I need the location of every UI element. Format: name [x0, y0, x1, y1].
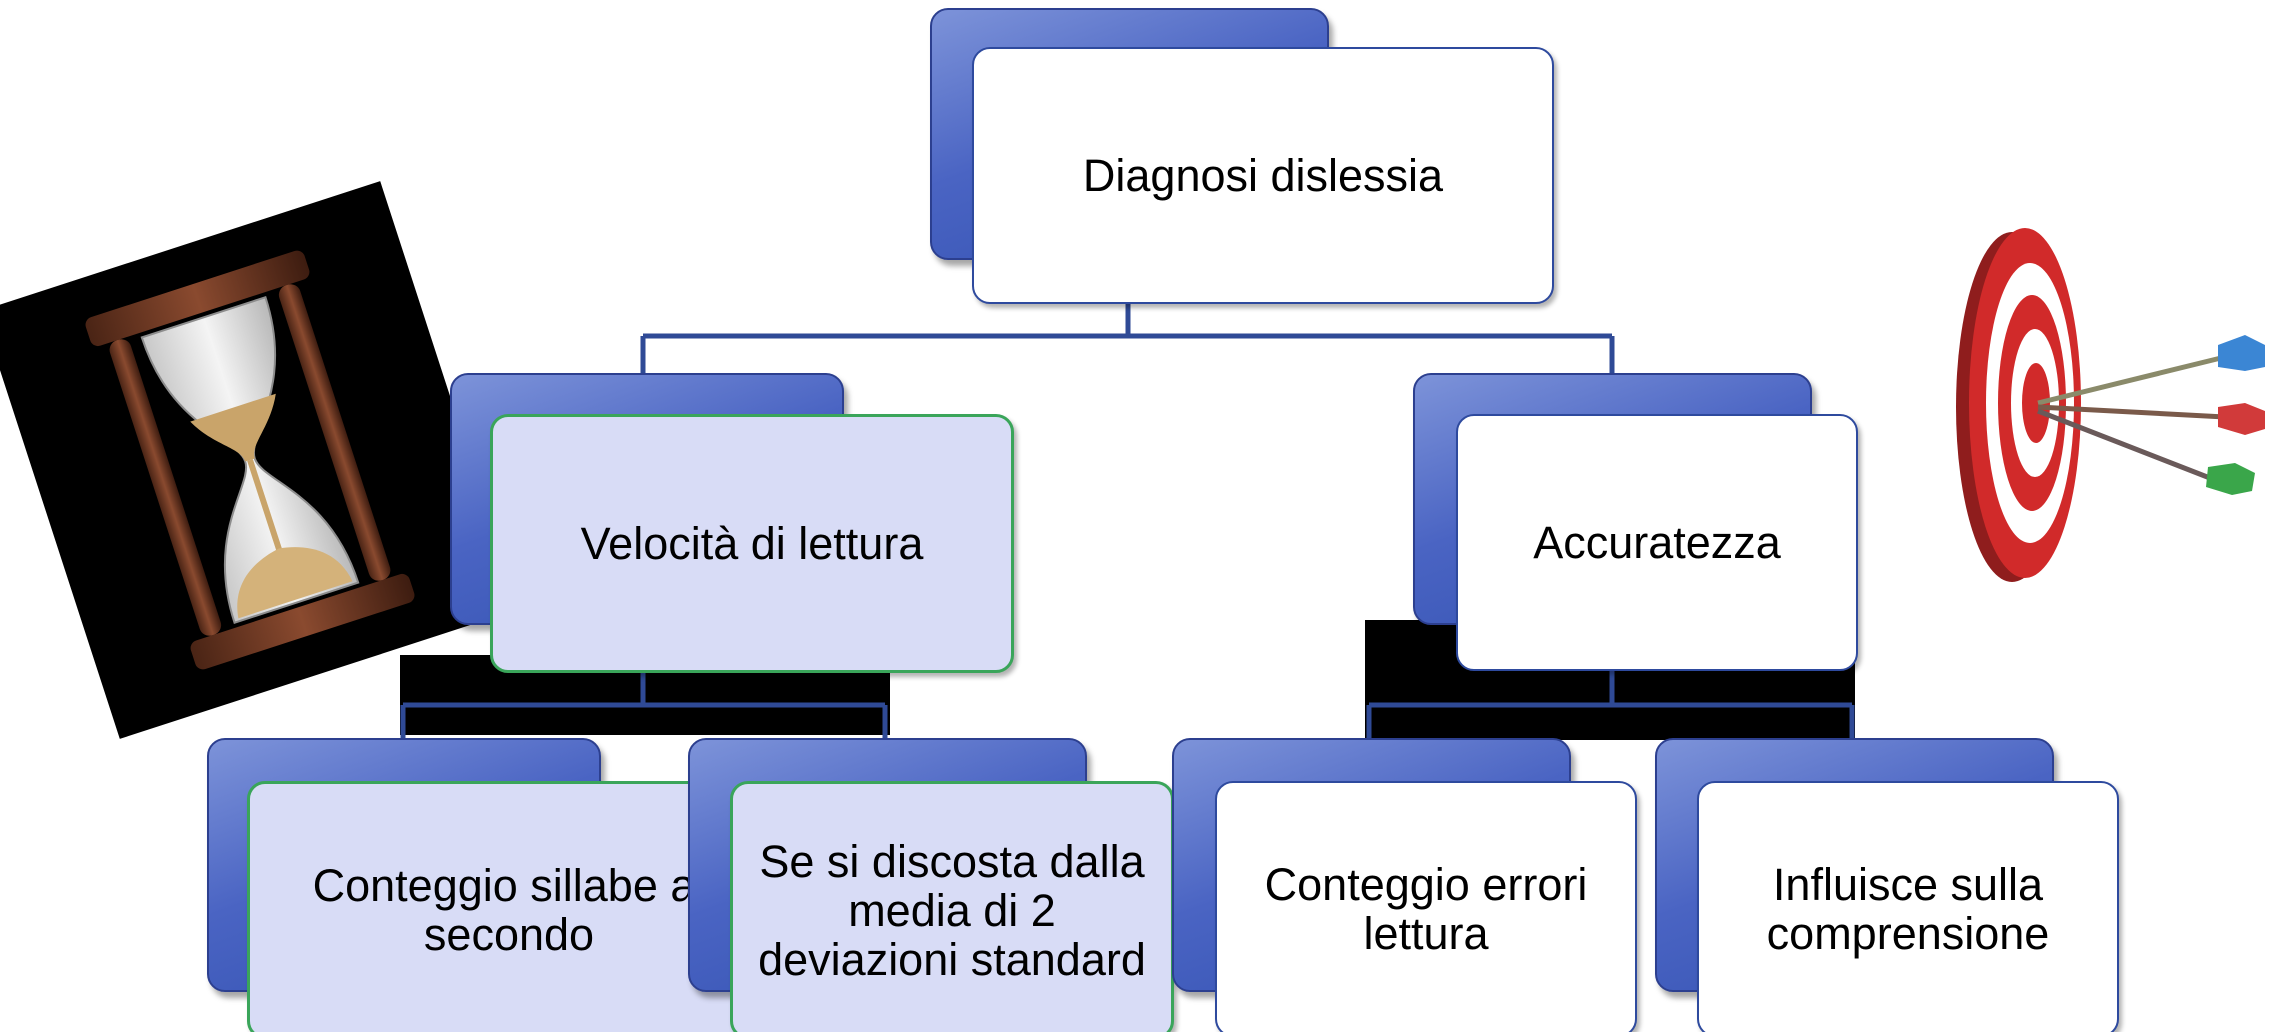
target-arrows-icon — [1860, 145, 2290, 615]
leaf-syllable-count-label: Conteggio sillabe al secondo — [312, 860, 706, 960]
root-node-label: Diagnosi dislessia — [1082, 150, 1444, 201]
branch-accuracy-label: Accuratezza — [1533, 517, 1781, 568]
hourglass-image — [0, 181, 520, 739]
branch-accuracy: Accuratezza — [1456, 414, 1858, 671]
leaf-error-count-label: Conteggio errori lettura — [1264, 859, 1588, 959]
leaf-std-deviation: Se si discosta dalla media di 2 deviazio… — [730, 781, 1174, 1032]
leaf-comprehension-label: Influisce sulla comprensione — [1766, 859, 2050, 959]
root-node: Diagnosi dislessia — [972, 47, 1554, 304]
leaf-comprehension: Influisce sulla comprensione — [1697, 781, 2119, 1032]
target-image — [1840, 145, 2290, 615]
leaf-error-count: Conteggio errori lettura — [1215, 781, 1637, 1032]
leaf-syllable-count: Conteggio sillabe al secondo — [247, 781, 771, 1032]
branch-reading-speed-label: Velocità di lettura — [580, 518, 924, 569]
branch-reading-speed: Velocità di lettura — [490, 414, 1014, 673]
leaf-std-deviation-label: Se si discosta dalla media di 2 deviazio… — [758, 835, 1146, 985]
hourglass-icon — [85, 250, 415, 670]
